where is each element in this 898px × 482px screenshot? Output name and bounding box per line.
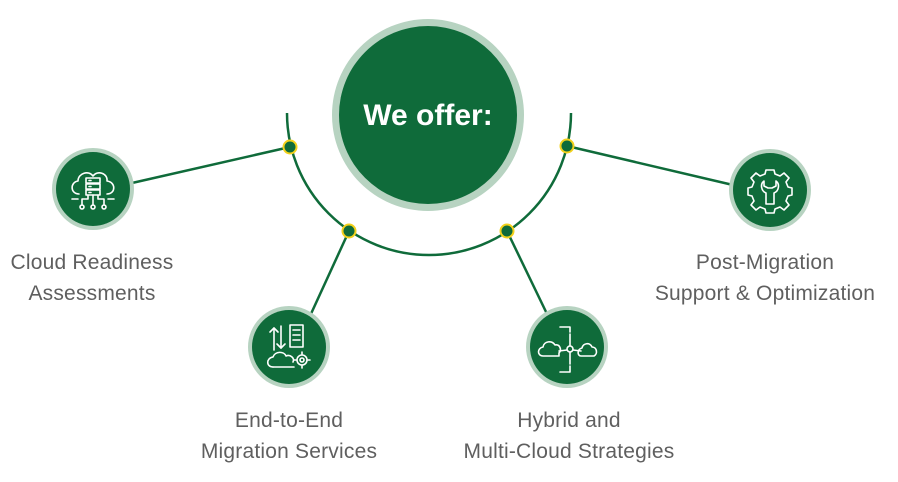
connector-readiness (131, 145, 291, 185)
service-label-readiness: Cloud Readiness Assessments (0, 247, 184, 309)
node-hybrid (526, 306, 608, 388)
junction-dot-postmig (559, 138, 575, 154)
cloud-server-network-icon (71, 172, 115, 210)
service-label-line: Hybrid and (517, 409, 621, 432)
server-migration-cloud-gear-icon (266, 324, 311, 369)
junction-dot-migration (341, 223, 357, 239)
hub-circle (339, 26, 517, 204)
junction-dot-readiness (282, 139, 298, 155)
service-label-line: Support & Optimization (654, 282, 876, 305)
service-label-line: Migration Services (200, 440, 378, 463)
service-label-postmig: Post-Migration Support & Optimization (636, 247, 894, 309)
service-label-line: End-to-End (234, 409, 344, 432)
connector-hybrid (505, 230, 550, 317)
hybrid-multi-cloud-icon (537, 326, 598, 373)
service-label-line: Cloud Readiness (10, 251, 174, 274)
service-label-line: Post-Migration (695, 251, 835, 274)
service-label-line: Multi-Cloud Strategies (463, 440, 675, 463)
junction-dot-hybrid (499, 223, 515, 239)
hub-title: We offer: (363, 99, 492, 132)
gear-wrench-icon (747, 169, 793, 214)
node-postmig (729, 149, 811, 231)
service-label-migration: End-to-End Migration Services (178, 405, 400, 467)
connector-postmig (566, 144, 734, 187)
connector-migration (308, 230, 351, 317)
service-label-line: Assessments (28, 282, 156, 305)
service-label-hybrid: Hybrid and Multi-Cloud Strategies (440, 405, 698, 467)
central-arc (285, 112, 573, 257)
node-readiness (52, 148, 134, 230)
node-migration (248, 306, 330, 388)
